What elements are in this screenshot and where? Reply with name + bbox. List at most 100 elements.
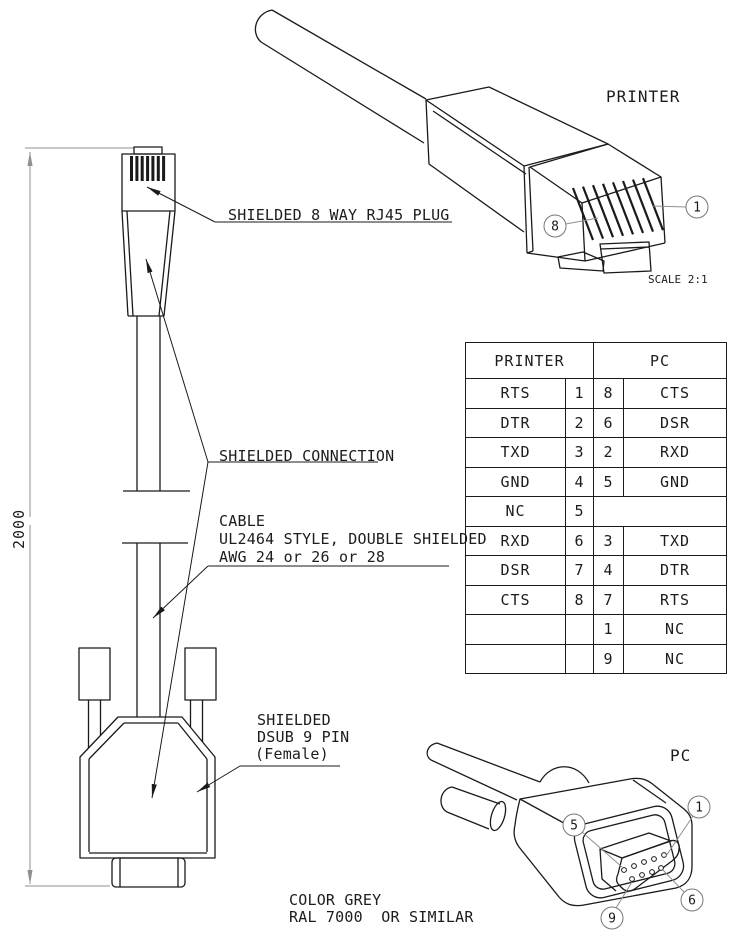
pc-pin-cell: 7	[593, 584, 624, 615]
pc-hood-edges	[519, 779, 667, 828]
pc-connector-view	[426, 742, 693, 907]
callout-leaders	[145, 186, 452, 799]
plug-cable	[254, 9, 427, 144]
pc-pin-cell: 6	[593, 407, 624, 438]
thumbscrew-left	[78, 647, 111, 701]
table-row: DSR 7 4 DTR	[465, 555, 727, 586]
printer-pin-cell: 8	[565, 584, 594, 615]
shielded-connection-arrow-bottom	[151, 461, 209, 799]
printer-signal-cell: DTR	[465, 407, 566, 438]
balloon8-leader	[565, 217, 599, 225]
balloon1-leader	[652, 205, 687, 208]
pc-signal-cell: NC	[623, 614, 727, 645]
rj45-body	[121, 153, 176, 212]
printer-view-label: PRINTER	[606, 87, 681, 106]
balloon-pin8-number: 8	[551, 220, 559, 235]
pc-hood-face-outer	[573, 805, 685, 899]
pc-pin-cell: 5	[593, 466, 624, 497]
dsub-label-line2: DSUB 9 PIN	[257, 728, 350, 746]
pc-pin-cell: 3	[593, 525, 624, 556]
table-row: TXD 3 2 RXD	[465, 437, 727, 468]
printer-pin-cell	[565, 643, 594, 674]
color-note-line2: RAL 7000 OR SIMILAR	[289, 908, 474, 926]
shielded-connection-label: SHIELDED CONNECTION	[219, 447, 395, 465]
table-header-row: PRINTER PC	[465, 342, 727, 379]
dsub-hood-outline	[79, 716, 216, 859]
pc-dsub-front-face	[615, 839, 680, 892]
pc-pin-cell: 4	[593, 555, 624, 586]
pc-dsub-pins	[621, 852, 667, 882]
cable-break-lines	[122, 490, 190, 544]
pc-pin-cell: 1	[593, 614, 624, 645]
rj45-contacts	[130, 156, 166, 181]
plug-latch-hook	[557, 251, 605, 272]
table-row: GND 4 5 GND	[465, 466, 727, 497]
printer-signal-cell: RTS	[465, 378, 566, 409]
pc-signal-cell: NC	[623, 643, 727, 674]
header-pc: PC	[593, 342, 727, 379]
color-note-line1: COLOR GREY	[289, 891, 382, 909]
printer-pin-cell	[565, 614, 594, 645]
balloon1pc-leader	[665, 815, 694, 857]
printer-pin-cell: 5	[565, 496, 594, 527]
pc-signal-cell: DSR	[623, 407, 727, 438]
pc-signal-cell: RTS	[623, 584, 727, 615]
cable-label-line3: AWG 24 or 26 or 28	[219, 548, 386, 566]
pc-signal-cell: GND	[623, 466, 727, 497]
dsub-label-line1: SHIELDED	[257, 711, 331, 729]
rj45-tab	[133, 146, 163, 155]
plug-boot-top-face	[425, 86, 609, 167]
pc-hood-silhouette	[513, 777, 693, 907]
scale-label: SCALE 2:1	[648, 273, 708, 286]
pc-dsub-side-face	[599, 848, 617, 892]
balloon-pc-pin5	[562, 813, 586, 837]
table-row: DTR 2 6 DSR	[465, 407, 727, 438]
table-row: 9 NC	[465, 643, 727, 674]
cable-label-line2: UL2464 STYLE, DOUBLE SHIELDED	[219, 530, 487, 548]
pc-cable	[426, 742, 541, 801]
dsub-label-line3: (Female)	[255, 745, 329, 763]
balloon-pc-pin6-number: 6	[688, 894, 696, 909]
cable-upper-segment	[136, 316, 161, 491]
pc-pin-cell: 8	[593, 378, 624, 409]
printer-pin-cell: 4	[565, 466, 594, 497]
printer-signal-cell: RXD	[465, 525, 566, 556]
pc-signal-cell: RXD	[623, 437, 727, 468]
printer-pin-cell: 7	[565, 555, 594, 586]
cable-leader-arrow	[152, 565, 209, 619]
rj45-boot	[121, 210, 176, 317]
cable-lower-segment	[136, 543, 161, 717]
table-row: CTS 8 7 RTS	[465, 584, 727, 615]
pinout-table: PRINTER PC RTS 1 8 CTS DTR 2 6 DSR TXD 3…	[465, 342, 727, 674]
printer-pin-cell: 3	[565, 437, 594, 468]
printer-signal-cell: GND	[465, 466, 566, 497]
pc-pin-cell: 2	[593, 437, 624, 468]
printer-signal-cell: CTS	[465, 584, 566, 615]
printer-signal-cell	[465, 643, 566, 674]
shielded-connection-arrow-top	[145, 258, 209, 463]
cable-assembly-view	[78, 146, 217, 888]
pc-cable-boot	[440, 786, 501, 830]
balloon-pin1-number: 1	[693, 201, 701, 216]
printer-plug-view	[254, 9, 666, 274]
dsub-stub-inner-lines	[119, 858, 179, 887]
pc-dsub-top-face	[599, 832, 672, 859]
pc-signal-cell: CTS	[623, 378, 727, 409]
balloon-pc-pin6	[680, 888, 704, 912]
dsub-leader-arrow	[196, 765, 241, 793]
printer-signal-cell: DSR	[465, 555, 566, 586]
balloon-pc-pin9	[600, 906, 624, 930]
printer-signal-cell	[465, 614, 566, 645]
pc-hood-face-inner	[582, 814, 676, 890]
pc-cable-entry-boss	[539, 766, 590, 784]
pc-view-label: PC	[670, 746, 692, 765]
balloon9-leader	[615, 881, 633, 909]
balloon6-leader	[662, 869, 685, 893]
balloon5-leader	[581, 831, 623, 868]
table-row: RTS 1 8 CTS	[465, 378, 727, 409]
thumbscrew-right	[184, 647, 217, 701]
pc-signal-cell: TXD	[623, 525, 727, 556]
printer-pin-cell: 6	[565, 525, 594, 556]
pc-empty-cell	[593, 496, 727, 527]
